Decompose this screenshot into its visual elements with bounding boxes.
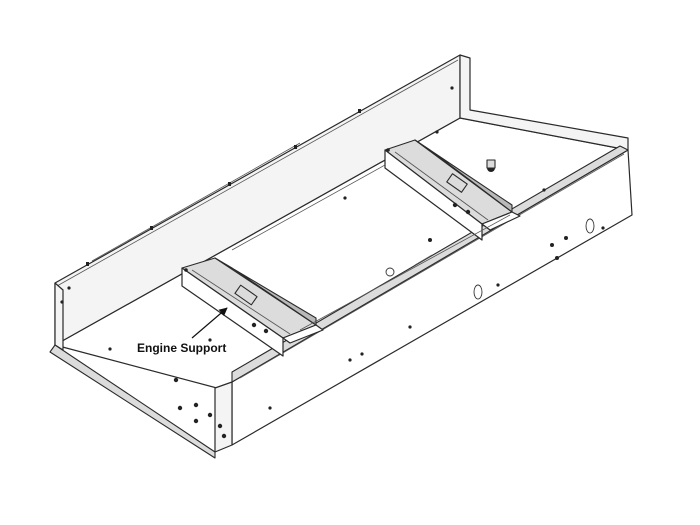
support-bolts (60, 86, 471, 334)
rear-end-wall (459, 54, 629, 151)
front-corner-bolts (173, 377, 227, 439)
bottom-lip (49, 344, 216, 459)
rear-engine-support (384, 139, 521, 241)
left-end-plate (54, 282, 64, 351)
leader-arrow (191, 307, 228, 339)
engine-support-label: Engine Support (137, 341, 226, 355)
right-wall-holes (268, 218, 605, 410)
front-engine-support (181, 257, 324, 357)
front-end-plate (214, 381, 233, 453)
floor-fittings (108, 159, 546, 351)
left-wall-rim-fasteners (86, 109, 361, 266)
